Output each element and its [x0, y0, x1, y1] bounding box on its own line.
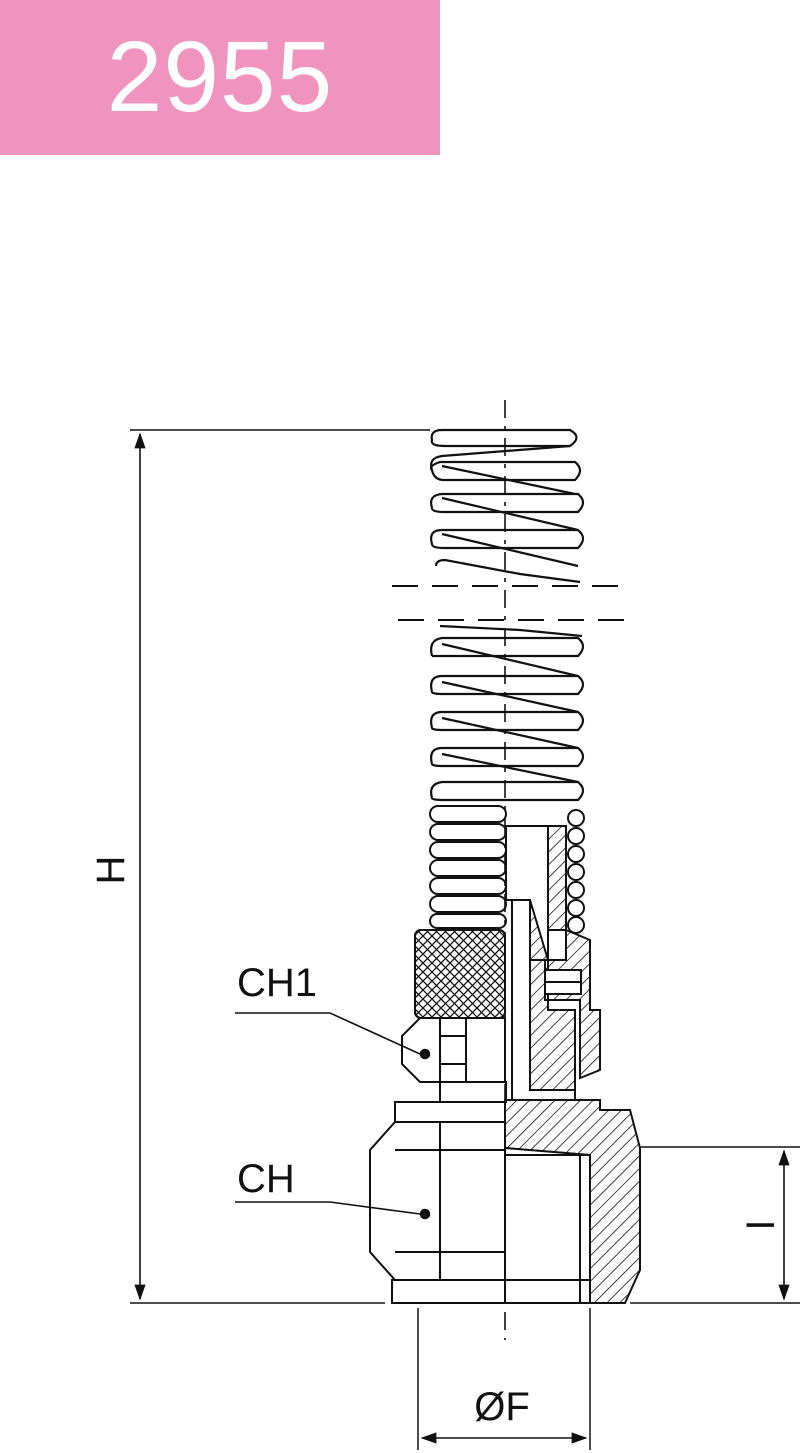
spring-lower [430, 624, 585, 802]
break-lines [392, 585, 630, 621]
spring-coils-compressed [429, 805, 507, 929]
body-section [504, 1099, 641, 1304]
thread-length-dimension [630, 1146, 800, 1304]
leader-ch1 [235, 1012, 431, 1060]
label-i: I [739, 1219, 783, 1230]
inner-sleeve-section [505, 825, 601, 1101]
product-code-badge: 2955 [0, 0, 440, 155]
hex-nut-small [401, 1017, 507, 1103]
label-ch1: CH1 [237, 961, 317, 1005]
height-dimension [130, 429, 430, 1304]
product-code: 2955 [106, 21, 334, 133]
hex-body [369, 1101, 507, 1304]
spring-wire-section [567, 809, 585, 934]
spring-upper [429, 428, 585, 584]
label-ch: CH [237, 1157, 295, 1201]
label-h: H [89, 856, 133, 885]
leader-ch [235, 1201, 431, 1220]
label-diameter: ØF [474, 1385, 530, 1429]
diameter-dimension [417, 1308, 591, 1450]
knurled-nut [414, 929, 506, 1019]
